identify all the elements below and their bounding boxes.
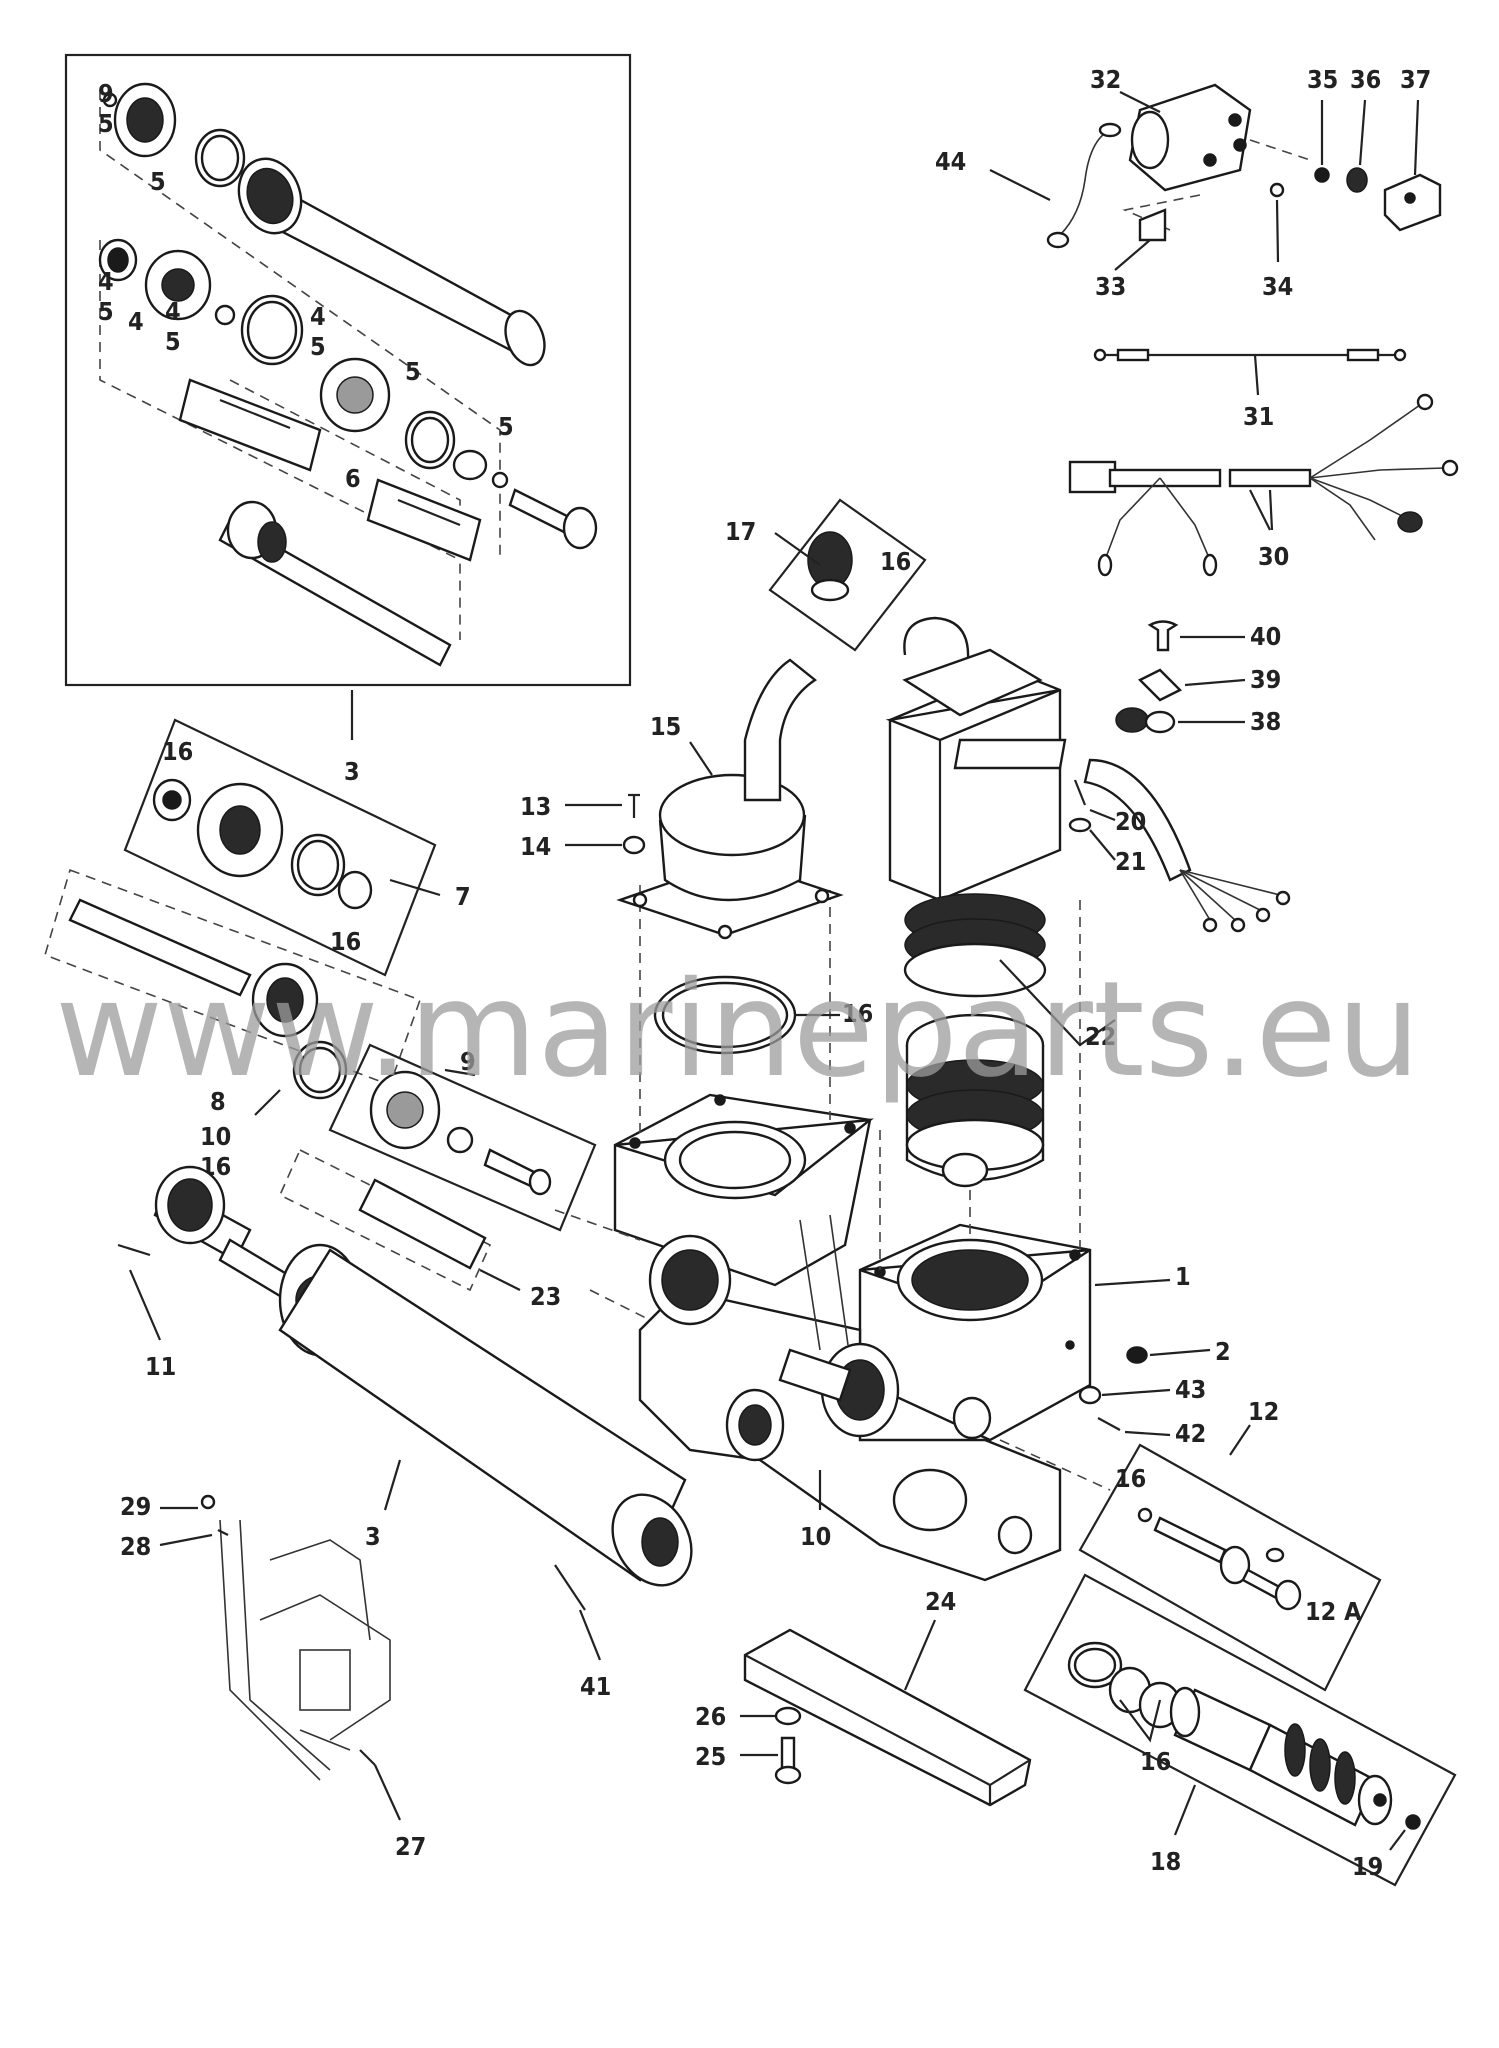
callout-20: 20 [1115,807,1146,836]
callout-5: 5 [310,332,326,361]
callout-11: 11 [145,1352,176,1381]
callout-29: 29 [120,1492,151,1521]
pump-motor [885,616,1067,1188]
callout-13: 13 [520,792,551,821]
callout-22: 22 [1085,1022,1116,1051]
callout-16: 16 [842,999,873,1028]
callout-1: 1 [1175,1262,1191,1291]
callout-9: 9 [98,79,114,108]
callout-8: 8 [210,1087,226,1116]
callout-10: 10 [800,1522,831,1551]
callout-4: 4 [310,302,326,331]
callout-5: 5 [98,297,114,326]
callout-30: 30 [1258,542,1289,571]
callout-33: 33 [1095,272,1126,301]
callout-16: 16 [162,737,193,766]
callout-19: 19 [1352,1852,1383,1881]
callout-5: 5 [98,109,114,138]
callout-16: 16 [1115,1464,1146,1493]
callout-37: 37 [1400,65,1431,94]
reservoir [616,658,844,940]
callout-34: 34 [1262,272,1293,301]
kit-box-cylinder [64,53,632,687]
callout-42: 42 [1175,1419,1206,1448]
callout-24: 24 [925,1587,956,1616]
callout-17: 17 [725,517,756,546]
callout-35: 35 [1307,65,1338,94]
callout-23: 23 [530,1282,561,1311]
callout-5: 5 [405,357,421,386]
kit-box-12 [1078,1443,1382,1692]
callout-3: 3 [344,757,360,786]
callout-2: 2 [1215,1337,1231,1366]
callouts-kit-box: 9 5 5 4 5 4 4 5 4 5 5 5 6 [98,79,514,493]
callout-39: 39 [1250,665,1281,694]
callout-9: 9 [460,1047,476,1076]
callout-27: 27 [395,1832,426,1861]
callout-40: 40 [1250,622,1281,651]
watermark: www.marineparts.eu [55,953,1420,1107]
trim-cylinder [153,1165,693,1587]
callout-4: 4 [98,267,114,296]
callout-43: 43 [1175,1375,1206,1404]
kit-box-7 [123,718,441,977]
callout-5: 5 [498,412,514,441]
callout-36: 36 [1350,65,1381,94]
callout-5: 5 [150,167,166,196]
callout-38: 38 [1250,707,1281,736]
relay-solenoid [1122,83,1311,231]
callout-4: 4 [128,307,144,336]
callout-21: 21 [1115,847,1146,876]
callout-28: 28 [120,1532,151,1561]
mounting-bracket [219,1519,391,1781]
callout-44: 44 [935,147,966,176]
pump-manifold [613,1093,1092,1582]
callout-4: 4 [165,297,181,326]
callout-5: 5 [165,327,181,356]
kit-box-9 [328,1043,597,1232]
callout-3: 3 [365,1522,381,1551]
callout-25: 25 [695,1742,726,1771]
kit-box-18 [1023,1573,1457,1887]
callout-16: 16 [1140,1747,1171,1776]
callout-12: 12 [1248,1397,1279,1426]
callout-31: 31 [1243,402,1274,431]
callout-32: 32 [1090,65,1121,94]
callout-26: 26 [695,1702,726,1731]
callout-7: 7 [455,882,471,911]
callout-41: 41 [580,1672,611,1701]
callout-10: 10 [200,1122,231,1151]
plate-24 [743,1628,1032,1807]
callout-14: 14 [520,832,551,861]
callout-18: 18 [1150,1847,1181,1876]
kit-box-17 [768,498,927,652]
callout-16: 16 [330,927,361,956]
callout-6: 6 [345,464,361,493]
callout-15: 15 [650,712,681,741]
callout-16: 16 [880,547,911,576]
callout-12a: 12 A [1305,1597,1362,1626]
